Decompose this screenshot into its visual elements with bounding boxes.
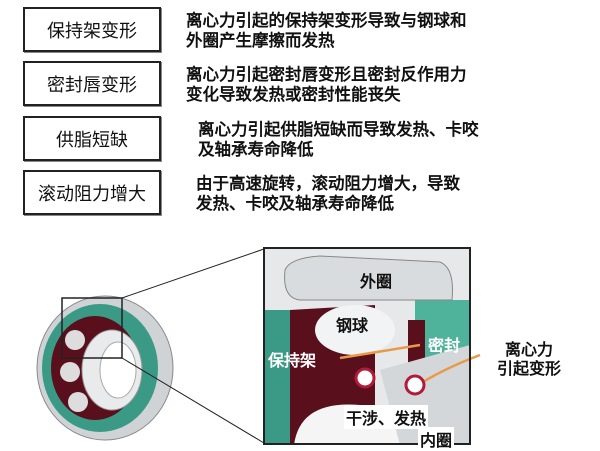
zoom-line [121,357,265,444]
desc-line: 离心力引起供脂短缺而导致发热、卡咬 [198,120,479,139]
seal-label: 密封 [428,336,461,355]
zoom-line [121,248,265,299]
cause-title-box: 供脂短缺 [23,116,161,161]
cause-title-box: 保持架变形 [23,7,161,52]
desc-line: 及轴承寿命降低 [198,140,314,159]
bearing-detail-inset [263,247,481,445]
desc-line: 由于高速旋转，滚动阻力增大，导致 [196,174,460,193]
cage-label: 保持架 [268,351,317,370]
cause-description: 由于高速旋转，滚动阻力增大，导致发热、卡咬及轴承寿命降低 [196,174,600,214]
label-line: 离心力 [505,340,554,359]
desc-line: 离心力引起密封唇变形且密封反作用力 [186,65,467,84]
cause-title-box: 密封唇变形 [23,61,161,106]
outer-ring-label: 外圈 [360,272,393,291]
desc-line: 离心力引起的保持架变形导致与钢球和 [186,11,467,30]
centrifugal-deformation-label: 离心力引起变形 [497,340,561,378]
cause-description: 离心力引起的保持架变形导致与钢球和外圈产生摩擦而发热 [186,11,596,51]
cause-title-box: 滚动阻力增大 [23,170,161,215]
cause-description: 离心力引起密封唇变形且密封反作用力变化导致发热或密封性能丧失 [186,65,596,105]
desc-line: 变化导致发热或密封性能丧失 [186,85,401,104]
desc-line: 发热、卡咬及轴承寿命降低 [196,194,394,213]
label-line: 引起变形 [497,359,562,378]
cause-description: 离心力引起供脂短缺而导致发热、卡咬及轴承寿命降低 [198,120,600,160]
bearing-overview [36,295,174,441]
zoom-region-box [61,297,123,359]
desc-line: 外圈产生摩擦而发热 [186,31,335,50]
inner-ring-label: 内圈 [418,427,455,451]
ball-label: 钢球 [336,316,369,335]
interference-heat-label: 干涉、发热 [344,405,429,429]
